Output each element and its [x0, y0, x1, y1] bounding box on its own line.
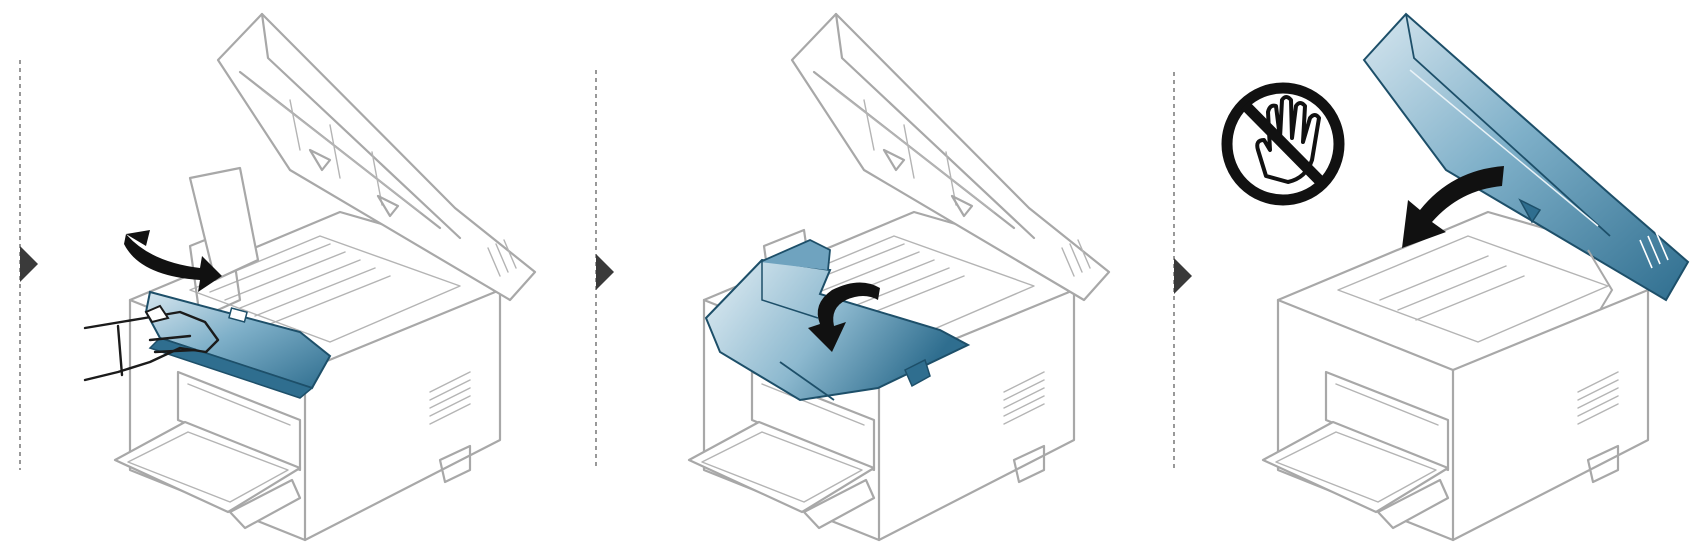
- printer-illustration: [1261, 210, 1650, 542]
- curved-arrow-icon: [1402, 166, 1504, 248]
- curved-arrow-icon: [808, 282, 880, 352]
- printer-illustration: [113, 12, 537, 542]
- step-2-panel: [595, 12, 1111, 542]
- curved-arrow-icon: [124, 234, 222, 292]
- triangle-right-icon: [596, 254, 614, 290]
- step-3-panel: [1173, 12, 1690, 542]
- do-not-touch-hand-icon: [1221, 82, 1345, 206]
- step-1-panel: [19, 12, 537, 542]
- scanner-unit: [1362, 12, 1690, 311]
- triangle-right-icon: [1174, 258, 1192, 294]
- hand-illustration: [83, 304, 220, 382]
- triangle-right-icon: [20, 246, 38, 282]
